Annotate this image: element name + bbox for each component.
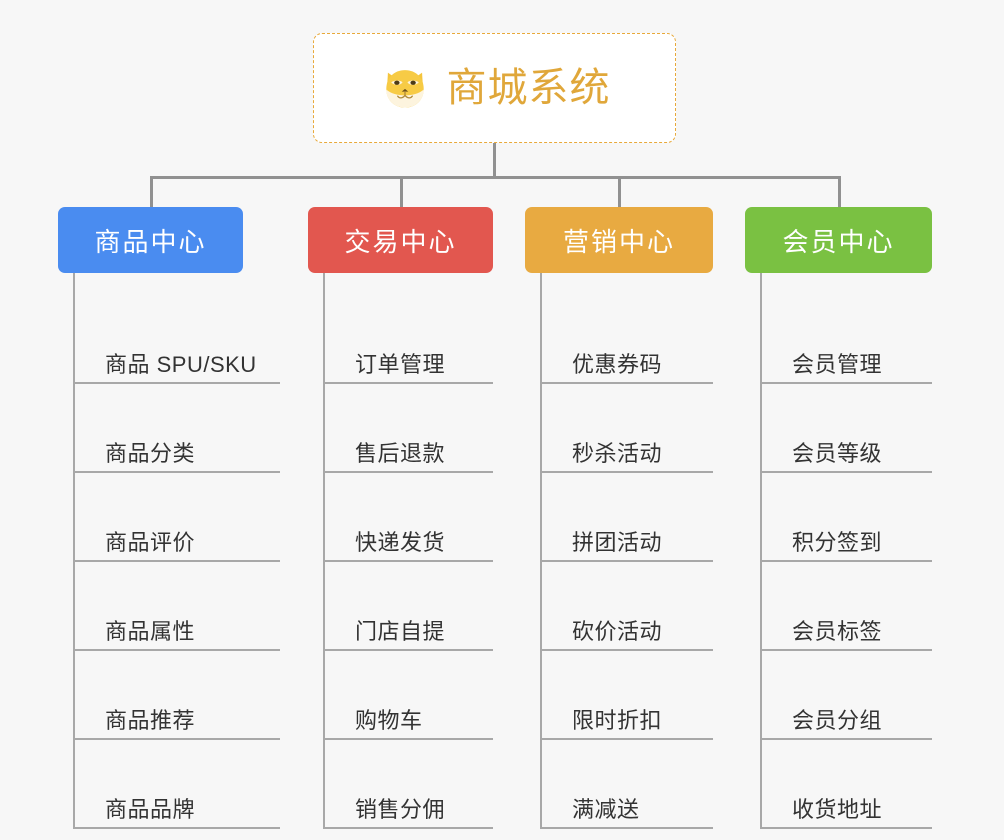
leaf-item-label: 购物车: [355, 707, 423, 733]
leaf-item-label: 商品评价: [105, 529, 196, 555]
leaf-item[interactable]: 会员标签: [762, 562, 932, 651]
branch-column-2: 交易中心订单管理售后退款快递发货门店自提购物车销售分佣: [308, 207, 493, 829]
leaf-item-label: 商品 SPU/SKU: [105, 351, 257, 377]
leaf-item-label: 满减送: [572, 796, 640, 822]
leaf-item[interactable]: 购物车: [325, 651, 493, 740]
leaf-item-label: 优惠券码: [572, 351, 663, 377]
leaf-item[interactable]: 商品 SPU/SKU: [75, 295, 280, 384]
leaf-item-label: 商品品牌: [105, 796, 196, 822]
leaf-item-label: 订单管理: [355, 351, 446, 377]
leaf-item[interactable]: 商品分类: [75, 384, 280, 473]
branch-column-3: 营销中心优惠券码秒杀活动拼团活动砍价活动限时折扣满减送: [525, 207, 713, 829]
branch-header-4[interactable]: 会员中心: [745, 207, 932, 273]
leaf-item[interactable]: 会员等级: [762, 384, 932, 473]
leaf-list-2: 订单管理售后退款快递发货门店自提购物车销售分佣: [323, 273, 493, 829]
leaf-item[interactable]: 订单管理: [325, 295, 493, 384]
leaf-item-label: 会员分组: [792, 707, 883, 733]
leaf-item-label: 会员管理: [792, 351, 883, 377]
branch-header-3[interactable]: 营销中心: [525, 207, 713, 273]
branch-header-1[interactable]: 商品中心: [58, 207, 243, 273]
leaf-item-label: 商品属性: [105, 618, 196, 644]
leaf-item[interactable]: 拼团活动: [542, 473, 713, 562]
leaf-item-label: 门店自提: [355, 618, 446, 644]
leaf-item-label: 会员等级: [792, 440, 883, 466]
leaf-item[interactable]: 销售分佣: [325, 740, 493, 829]
leaf-item-label: 售后退款: [355, 440, 446, 466]
leaf-item-label: 会员标签: [792, 618, 883, 644]
connector-drop-1: [150, 176, 153, 208]
leaf-item[interactable]: 商品推荐: [75, 651, 280, 740]
connector-drop-2: [400, 176, 403, 208]
connector-drop-4: [838, 176, 841, 208]
shiba-dog-face-icon: [385, 70, 424, 108]
leaf-item[interactable]: 收货地址: [762, 740, 932, 829]
leaf-list-4: 会员管理会员等级积分签到会员标签会员分组收货地址: [760, 273, 932, 829]
leaf-item-label: 秒杀活动: [572, 440, 663, 466]
leaf-item-label: 限时折扣: [572, 707, 663, 733]
leaf-item[interactable]: 会员分组: [762, 651, 932, 740]
leaf-item[interactable]: 门店自提: [325, 562, 493, 651]
root-title: 商城系统: [446, 66, 611, 110]
leaf-list-3: 优惠券码秒杀活动拼团活动砍价活动限时折扣满减送: [540, 273, 713, 829]
leaf-item[interactable]: 商品评价: [75, 473, 280, 562]
leaf-item[interactable]: 秒杀活动: [542, 384, 713, 473]
leaf-item-label: 拼团活动: [572, 529, 663, 555]
leaf-item-label: 商品推荐: [105, 707, 196, 733]
connector-drop-3: [618, 176, 621, 208]
leaf-list-1: 商品 SPU/SKU 商品分类商品评价商品属性商品推荐商品品牌: [73, 273, 280, 829]
leaf-item-label: 砍价活动: [572, 618, 663, 644]
leaf-item[interactable]: 优惠券码: [542, 295, 713, 384]
leaf-item[interactable]: 限时折扣: [542, 651, 713, 740]
connector-root-stem: [493, 143, 496, 178]
leaf-item-label: 收货地址: [792, 796, 883, 822]
branch-column-1: 商品中心商品 SPU/SKU 商品分类商品评价商品属性商品推荐商品品牌: [58, 207, 280, 829]
leaf-item-label: 销售分佣: [355, 796, 446, 822]
leaf-item[interactable]: 售后退款: [325, 384, 493, 473]
leaf-item-label: 商品分类: [105, 440, 196, 466]
branch-column-4: 会员中心会员管理会员等级积分签到会员标签会员分组收货地址: [745, 207, 932, 829]
branch-header-2[interactable]: 交易中心: [308, 207, 493, 273]
leaf-item[interactable]: 满减送: [542, 740, 713, 829]
connector-bus-bar: [150, 176, 841, 179]
leaf-item-label: 积分签到: [792, 529, 883, 555]
leaf-item[interactable]: 积分签到: [762, 473, 932, 562]
leaf-item[interactable]: 快递发货: [325, 473, 493, 562]
leaf-item[interactable]: 商品品牌: [75, 740, 280, 829]
root-node[interactable]: 商城系统: [313, 33, 676, 143]
leaf-item-label: 快递发货: [355, 529, 446, 555]
leaf-item[interactable]: 会员管理: [762, 295, 932, 384]
leaf-item[interactable]: 商品属性: [75, 562, 280, 651]
leaf-item[interactable]: 砍价活动: [542, 562, 713, 651]
